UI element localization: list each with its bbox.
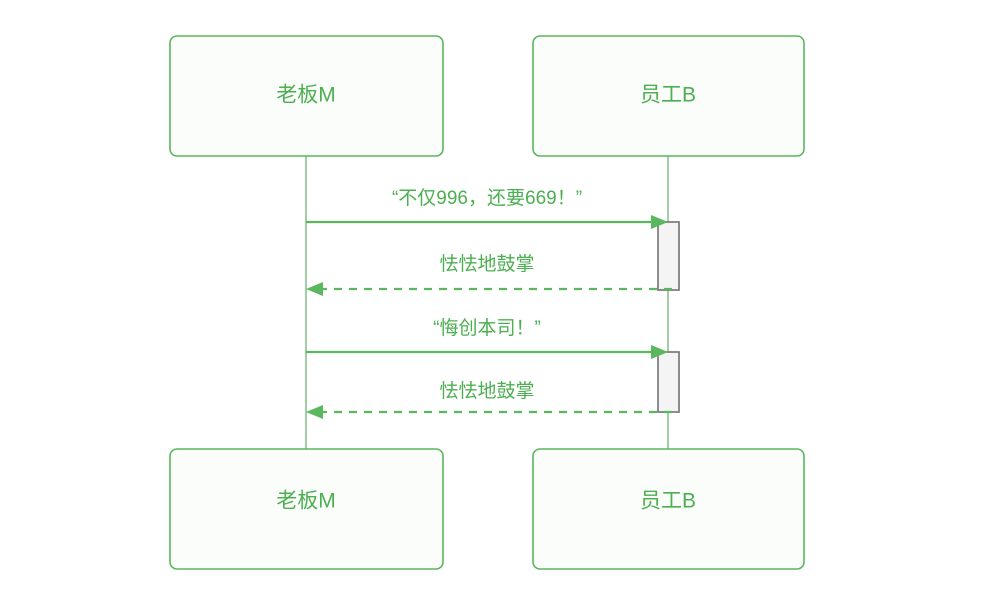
message-1-arrowhead: [651, 215, 668, 229]
participant-box-boss-top[interactable]: 老板M: [169, 35, 444, 157]
activation-bar-employee-1: [657, 221, 680, 291]
message-1[interactable]: “不仅996，还要669！”: [306, 187, 668, 229]
message-1-label: “不仅996，还要669！”: [392, 187, 582, 209]
message-2[interactable]: 怯怯地鼓掌: [306, 253, 679, 296]
message-4-label: 怯怯地鼓掌: [439, 380, 534, 402]
participant-box-rect: [532, 448, 805, 570]
participant-label-employee-bottom: 员工B: [640, 490, 696, 513]
message-3[interactable]: “悔创本司！”: [306, 317, 668, 359]
message-3-label: “悔创本司！”: [433, 317, 541, 339]
message-4-arrowhead: [306, 405, 323, 419]
participant-box-employee-top[interactable]: 员工B: [532, 35, 805, 157]
participant-box-rect: [169, 448, 444, 570]
participant-label-boss-top: 老板M: [276, 84, 336, 107]
message-2-arrowhead: [306, 282, 323, 296]
message-3-arrowhead: [651, 345, 668, 359]
participant-box-rect: [169, 35, 444, 157]
activation-bar-employee-2: [657, 351, 680, 413]
message-4[interactable]: 怯怯地鼓掌: [306, 380, 679, 419]
participant-label-boss-bottom: 老板M: [276, 490, 336, 513]
message-2-label: 怯怯地鼓掌: [439, 253, 534, 275]
participant-box-rect: [532, 35, 805, 157]
participant-label-employee-top: 员工B: [640, 84, 696, 107]
participant-box-employee-bottom[interactable]: 员工B: [532, 448, 805, 570]
participant-box-boss-bottom[interactable]: 老板M: [169, 448, 444, 570]
